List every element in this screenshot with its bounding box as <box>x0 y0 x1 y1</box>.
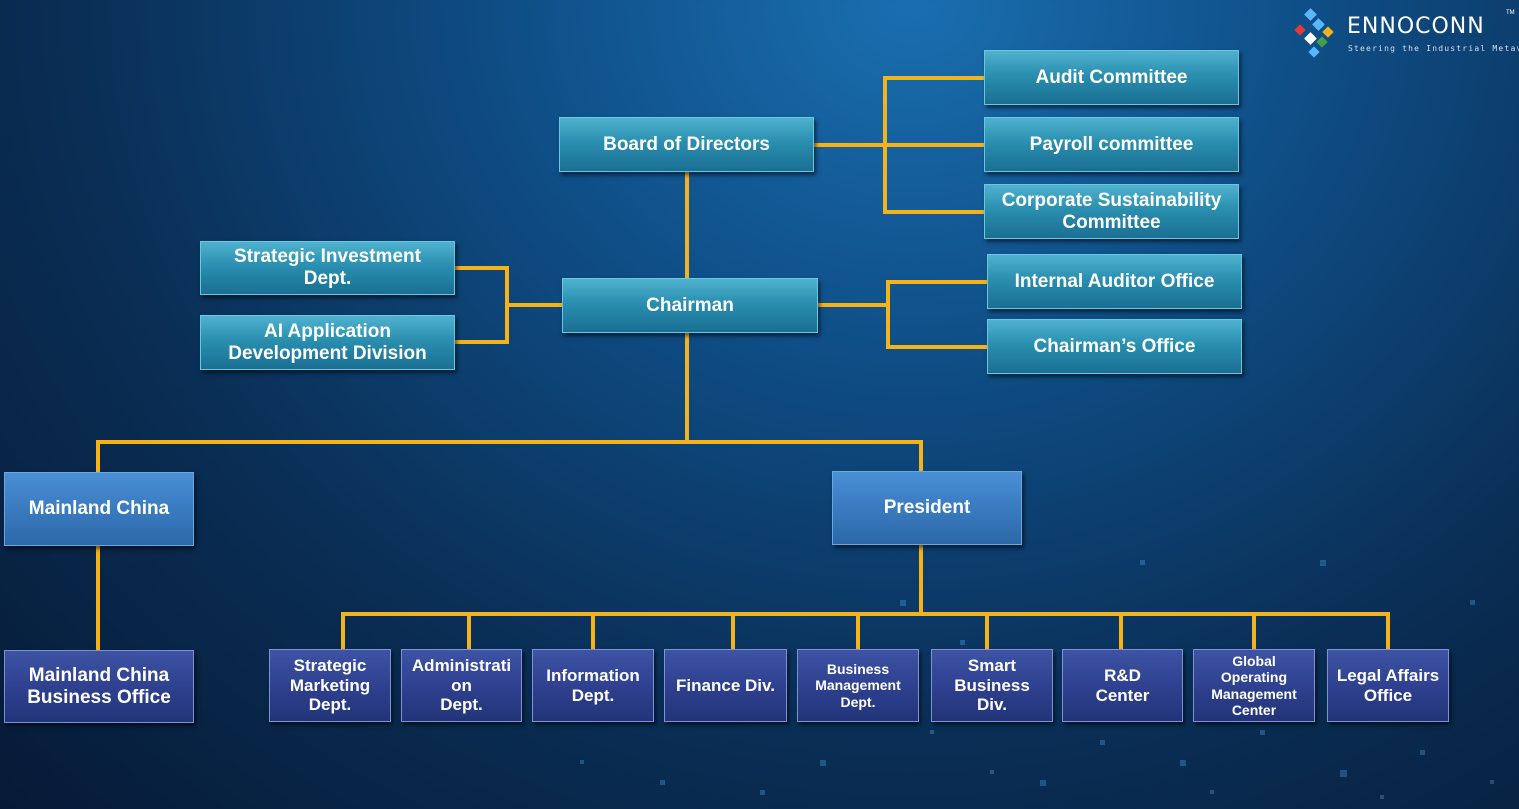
logo-name: ENNOCONN <box>1347 14 1485 39</box>
mainland-china-business-office-box: Mainland China Business Office <box>4 650 194 723</box>
dept-legal-affairs-office: Legal Affairs Office <box>1327 649 1449 722</box>
payroll-committee-box: Payroll committee <box>984 117 1239 172</box>
dept-business-management: Business Management Dept. <box>797 649 919 722</box>
logo-tagline: Steering the Industrial Metaverse <box>1348 44 1519 53</box>
corporate-sustainability-committee-box: Corporate Sustainability Committee <box>984 184 1239 239</box>
mainland-china-box: Mainland China <box>4 472 194 546</box>
board-of-directors-box: Board of Directors <box>559 117 814 172</box>
president-box: President <box>832 471 1022 545</box>
ennoconn-logo: ENNOCONN TM Steering the Industrial Meta… <box>1288 6 1519 62</box>
logo-trademark: TM <box>1506 10 1515 16</box>
ai-application-division-box: AI Application Development Division <box>200 315 455 370</box>
dept-strategic-marketing: Strategic Marketing Dept. <box>269 649 391 722</box>
logo-mark-icon <box>1294 8 1334 58</box>
audit-committee-box: Audit Committee <box>984 50 1239 105</box>
dept-information: Information Dept. <box>532 649 654 722</box>
dept-administration: Administrati on Dept. <box>401 649 522 722</box>
dept-smart-business: Smart Business Div. <box>931 649 1053 722</box>
chairmans-office-box: Chairman’s Office <box>987 319 1242 374</box>
chairman-box: Chairman <box>562 278 818 333</box>
dept-finance: Finance Div. <box>664 649 787 722</box>
strategic-investment-dept-box: Strategic Investment Dept. <box>200 241 455 295</box>
internal-auditor-office-box: Internal Auditor Office <box>987 254 1242 309</box>
dept-rd-center: R&D Center <box>1062 649 1183 722</box>
dept-global-operating-management-center: Global Operating Management Center <box>1193 649 1315 722</box>
